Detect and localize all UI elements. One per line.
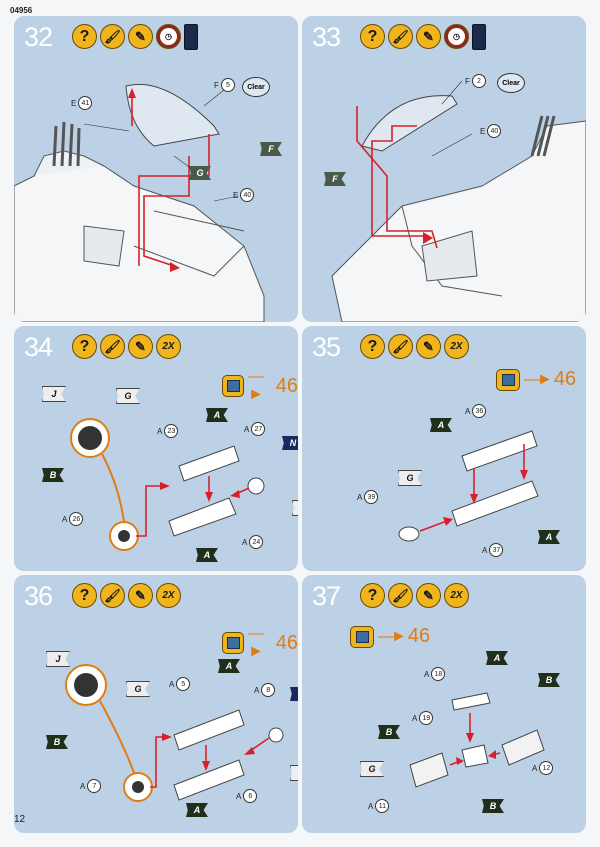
step-icons: ? 🖌 ✎ 2X	[72, 334, 181, 359]
color-flag-a: A	[206, 408, 228, 422]
step-number: 35	[312, 332, 341, 362]
paint-can-icon	[184, 24, 198, 50]
question-icon: ?	[72, 583, 97, 608]
color-flag-a-2: A	[186, 803, 208, 817]
drying-clock-icon: ◷	[444, 24, 469, 49]
step-number: 36	[24, 581, 53, 611]
question-icon: ?	[360, 334, 385, 359]
step-icons: ? 🖌 ✎ ◷	[360, 24, 486, 50]
clear-paint-badge: Clear	[497, 73, 525, 93]
paint-brush-icon: 🖌	[388, 583, 413, 608]
reference-step: —►46	[222, 368, 298, 404]
assembly-drawing	[331, 80, 586, 322]
assembly-drawing	[70, 418, 265, 551]
assembly-drawing	[409, 692, 545, 788]
reference-step: —►46	[350, 625, 430, 648]
assembly-drawing	[14, 83, 265, 322]
assembly-drawing	[65, 664, 284, 802]
glue-icon: ✎	[416, 583, 441, 608]
color-flag-n: N	[282, 436, 298, 450]
page-number: 12	[14, 814, 26, 825]
step-number: 33	[312, 22, 341, 52]
glue-icon: ✎	[128, 24, 153, 49]
color-flag-a-2: A	[196, 548, 218, 562]
color-flag-g: G	[189, 166, 211, 180]
assembly-drawing	[398, 430, 539, 542]
paint-can-icon	[222, 375, 245, 397]
step-number: 34	[24, 332, 53, 362]
paint-brush-icon: 🖌	[388, 24, 413, 49]
glue-icon: ✎	[416, 24, 441, 49]
step-icons: ? 🖌 ✎ 2X	[360, 583, 469, 608]
color-flag-a-2: A	[538, 530, 560, 544]
question-icon: ?	[72, 24, 97, 49]
paint-brush-icon: 🖌	[100, 334, 125, 359]
paint-can-icon	[222, 632, 245, 654]
step-34-panel: 34 ? 🖌 ✎ 2X —►46 J G B A N G A A23 A27 A…	[14, 326, 298, 571]
question-icon: ?	[360, 24, 385, 49]
color-flag-b-2: B	[378, 725, 400, 739]
paint-can-icon	[350, 625, 374, 648]
repeat-2x-icon: 2X	[156, 583, 181, 608]
color-flag-b: B	[46, 735, 68, 749]
color-flag-a: A	[430, 418, 452, 432]
glue-icon: ✎	[128, 583, 153, 608]
step-number: 32	[24, 22, 53, 52]
reference-step: —►46	[222, 625, 298, 661]
color-flag-b: B	[42, 468, 64, 482]
paint-brush-icon: 🖌	[100, 583, 125, 608]
repeat-2x-icon: 2X	[444, 334, 469, 359]
color-flag-n: N	[290, 687, 298, 701]
color-flag-b: B	[538, 673, 560, 687]
question-icon: ?	[72, 334, 97, 359]
color-flag-b-3: B	[482, 799, 504, 813]
repeat-2x-icon: 2X	[156, 334, 181, 359]
drying-clock-icon: ◷	[156, 24, 181, 49]
reference-step: —►46	[496, 368, 576, 391]
color-flag-f: F	[260, 142, 282, 156]
repeat-2x-icon: 2X	[444, 583, 469, 608]
color-flag-a: A	[486, 651, 508, 665]
document-code: 04956	[10, 6, 33, 15]
paint-brush-icon: 🖌	[388, 334, 413, 359]
step-icons: ? 🖌 ✎ 2X	[360, 334, 469, 359]
color-flag-f: F	[324, 172, 346, 186]
paint-can-icon	[496, 368, 520, 391]
step-icons: ? 🖌 ✎ 2X	[72, 583, 181, 608]
paint-brush-icon: 🖌	[100, 24, 125, 49]
color-flag-a: A	[218, 659, 240, 673]
clear-paint-badge: Clear	[242, 77, 270, 97]
step-36-panel: 36 ? 🖌 ✎ 2X —►46 J G B A N G A A5 A8 A7 …	[14, 575, 298, 833]
glue-icon: ✎	[128, 334, 153, 359]
paint-can-icon	[472, 24, 486, 50]
question-icon: ?	[360, 583, 385, 608]
step-number: 37	[312, 581, 341, 611]
glue-icon: ✎	[416, 334, 441, 359]
step-icons: ? 🖌 ✎ ◷	[72, 24, 198, 50]
